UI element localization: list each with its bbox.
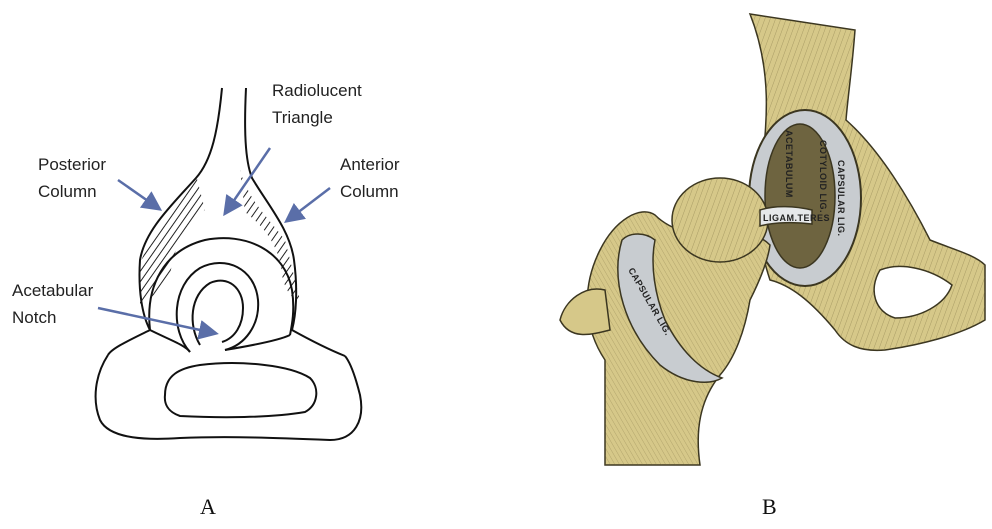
label-cotyloid-lig: COTYLOID LIG.	[818, 140, 828, 213]
posterior-arrow	[118, 180, 158, 208]
label-anterior-line1: Anterior	[340, 155, 400, 174]
anterior-arrow	[288, 188, 330, 220]
label-notch-line1: Acetabular	[12, 281, 94, 300]
label-radiolucent-line2: Triangle	[272, 108, 333, 127]
posterior-column-hatch	[140, 175, 205, 305]
label-notch-line2: Notch	[12, 308, 56, 327]
panel-b-caption: B	[762, 494, 777, 519]
label-ligam-teres: LIGAM.TERES	[763, 213, 830, 223]
label-posterior-line2: Column	[38, 182, 97, 201]
panel-b-illustration	[560, 14, 985, 465]
label-capsular-lig-right: CAPSULAR LIG.	[836, 160, 846, 237]
anterior-column-hatch	[240, 170, 300, 300]
label-radiolucent-line1: Radiolucent	[272, 81, 362, 100]
label-anterior-line2: Column	[340, 182, 399, 201]
panel-a-caption: A	[200, 494, 216, 519]
panel-a-drawing	[96, 88, 362, 440]
label-posterior-line1: Posterior	[38, 155, 106, 174]
notch-arrow	[98, 308, 214, 333]
label-acetabulum: ACETABULUM	[784, 130, 794, 198]
